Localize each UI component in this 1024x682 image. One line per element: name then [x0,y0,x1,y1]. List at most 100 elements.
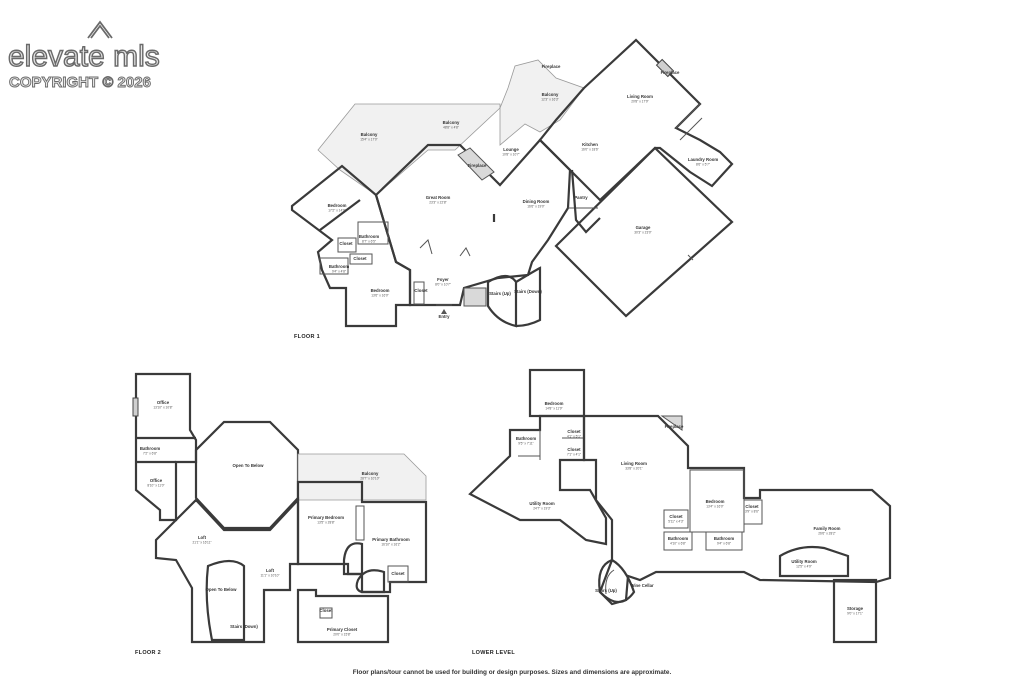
floor-1-plan [290,38,734,328]
lower-left-wing-outline [468,414,608,546]
room-dimension-label: 8'10" x 11'0" [147,484,164,488]
room-dimension-label: 7'2" x 6'8" [143,452,157,456]
room-name-label: Foyer [437,277,449,282]
room-name-label: Fireplace [661,70,680,75]
room-dimension-label: 33'8" x 20'1" [625,467,642,471]
room-name-label: Primary Bathroom [372,537,410,542]
room-dimension-label: 14'8" x 11'9" [545,407,562,411]
room-name-label: Bathroom [359,234,379,239]
room-dimension-label: 12'3" x 16'3" [541,98,558,102]
room-dimension-label: 13'4" x 16'0" [706,505,723,509]
loft-outline [154,497,300,644]
room-dimension-label: 5'11" x 4'3" [668,520,683,524]
room-name-label: Loft [198,535,207,540]
primary-closet-outline [296,588,390,644]
room-dimension-label: 7'1" x 4'1" [567,453,581,457]
room-dimension-label: 9'5" x 7'11" [518,442,533,446]
room-name-label: Closet [391,571,405,576]
lower-fireplace [660,415,683,431]
room-name-label: Fireplace [665,424,684,429]
floor-1-label: FLOOR 1 [294,334,320,340]
room-name-label: Living Room [621,461,647,466]
room-name-label: Bathroom [140,446,160,451]
room-dimension-label: 4'10" x 6'8" [670,542,686,546]
room-name-label: Open To Below [206,587,238,592]
room-dimension-label: 23'3" x 22'8" [429,201,446,205]
stairs-block [463,287,487,307]
room-name-label: Closet [319,608,333,613]
watermark-brand: elevate mls [8,40,160,73]
room-name-label: Utility Room [529,501,554,506]
room-name-label: Closet [567,429,581,434]
room-name-label: Balcony [443,120,460,125]
room-name-label: Bathroom [329,264,349,269]
storage-outline [832,578,878,644]
room-dimension-label: 28'7" x 10'10" [360,477,379,481]
room-name-label: Balcony [361,132,378,137]
room-name-label: Balcony [362,471,379,476]
room-dimension-label: 4'1" x 5'1" [567,435,581,439]
room-dimension-label: 20'0" x 15'8" [333,633,350,637]
room-dimension-label: 8'7" x 6'5" [362,240,376,244]
room-name-label: Closet [567,447,581,452]
room-name-label: Lounge [503,147,519,152]
room-dimension-label: 13'6" x 16'0" [371,294,388,298]
room-dimension-label: 30'3" x 23'0" [634,231,651,235]
room-name-label: Stairs (Down) [514,289,542,294]
room-name-label: Open To Below [233,463,265,468]
room-dimension-label: 13'10" x 10'8" [153,406,172,410]
room-dimension-label: 20'8" x 17'9" [631,100,648,104]
room-name-label: Stairs (Up) [595,588,617,593]
room-name-label: Office [157,400,170,405]
room-name-label: Stairs (Down) [230,624,258,629]
room-dimension-label: 9'4" x 6'8" [717,542,731,546]
floor-2-plan [132,372,428,644]
left-wing-outline [290,164,412,328]
floor-2-label: FLOOR 2 [135,650,161,656]
room-name-label: Balcony [542,92,559,97]
open-to-below-top [194,420,300,530]
room-dimension-label: 17'2" x 14'0" [328,209,345,213]
room-name-label: Primary Closet [327,627,358,632]
room-dimension-label: 13'5" x 28'8" [317,521,334,525]
disclaimer-text: Floor plans/tour cannot be used for buil… [353,669,672,676]
room-dimension-label: 48'8" x 4'8" [443,126,459,130]
room-name-label: Dining Room [523,199,550,204]
room-name-label: Wine Cellar [630,583,654,588]
room-name-label: Pantry [574,195,588,200]
room-dimension-label: 8'6" x 5'7" [696,163,710,167]
primary-suite-outline [296,480,428,594]
room-dimension-label: 26'6" x 28'2" [818,532,835,536]
room-dimension-label: 24'7" x 19'3" [533,507,550,511]
room-dimension-label: 9'0" x 17'1" [847,612,863,616]
lower-level-label: LOWER LEVEL [472,650,515,656]
room-name-label: Primary Bedroom [308,515,344,520]
room-dimension-label: 11'1" x 10'10" [260,574,279,578]
lower-level-plan [468,368,892,644]
room-name-label: Closet [669,514,683,519]
room-name-label: Laundry Room [688,157,718,162]
room-dimension-label: 9'4" x 4'8" [332,270,346,274]
room-name-label: Storage [847,606,864,611]
room-dimension-label: 21'1" x 16'11" [192,541,211,545]
room-name-label: Bathroom [516,436,536,441]
watermark-copyright: COPYRIGHT © 2026 [9,74,151,91]
room-dimension-label: 8'0" x 10'7" [435,283,451,287]
room-name-label: Closet [414,288,428,293]
balcony-area [317,103,501,196]
room-name-label: Closet [339,241,353,246]
watermark: elevate mls COPYRIGHT © 2026 [7,20,160,91]
room-name-label: Kitchen [582,142,598,147]
room-dimension-label: 15'4" x 17'0" [360,138,377,142]
room-dimension-label: 16'10" x 16'2" [381,543,400,547]
room-name-label: Closet [353,256,367,261]
room-name-label: Fireplace [468,163,487,168]
room-name-label: Entry [439,314,451,319]
room-name-label: Bedroom [328,203,347,208]
room-name-label: Living Room [627,94,653,99]
fireplace-mark [655,58,675,78]
room-dimension-label: 16'6" x 19'0" [527,205,544,209]
room-name-label: Garage [636,225,651,230]
